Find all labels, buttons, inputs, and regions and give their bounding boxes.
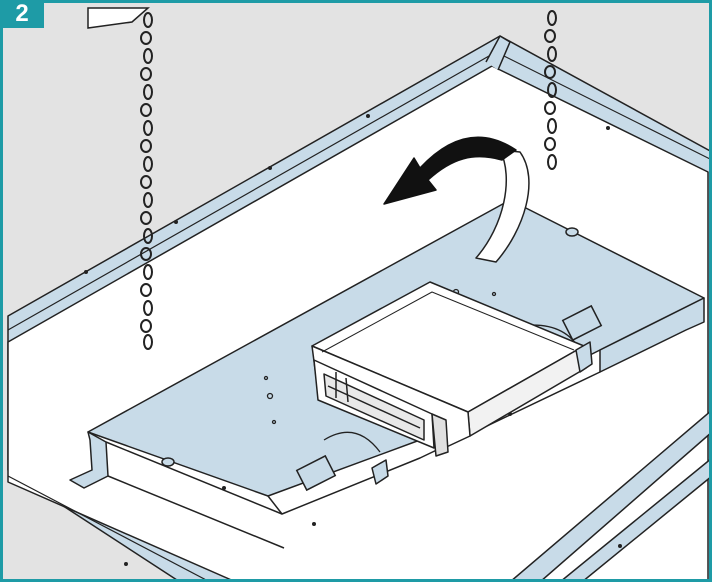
chain-icon — [140, 12, 153, 350]
fan-unit — [311, 281, 593, 485]
chain-right-icon — [544, 10, 557, 170]
curved-arrow-left-icon — [383, 136, 530, 263]
step-number-badge: 2 — [0, 0, 44, 28]
step-number: 2 — [15, 0, 29, 27]
ceiling-bracket — [87, 7, 150, 29]
plate-cutouts — [161, 227, 603, 492]
step-badge-background — [0, 0, 44, 28]
lower-rails — [508, 409, 712, 582]
